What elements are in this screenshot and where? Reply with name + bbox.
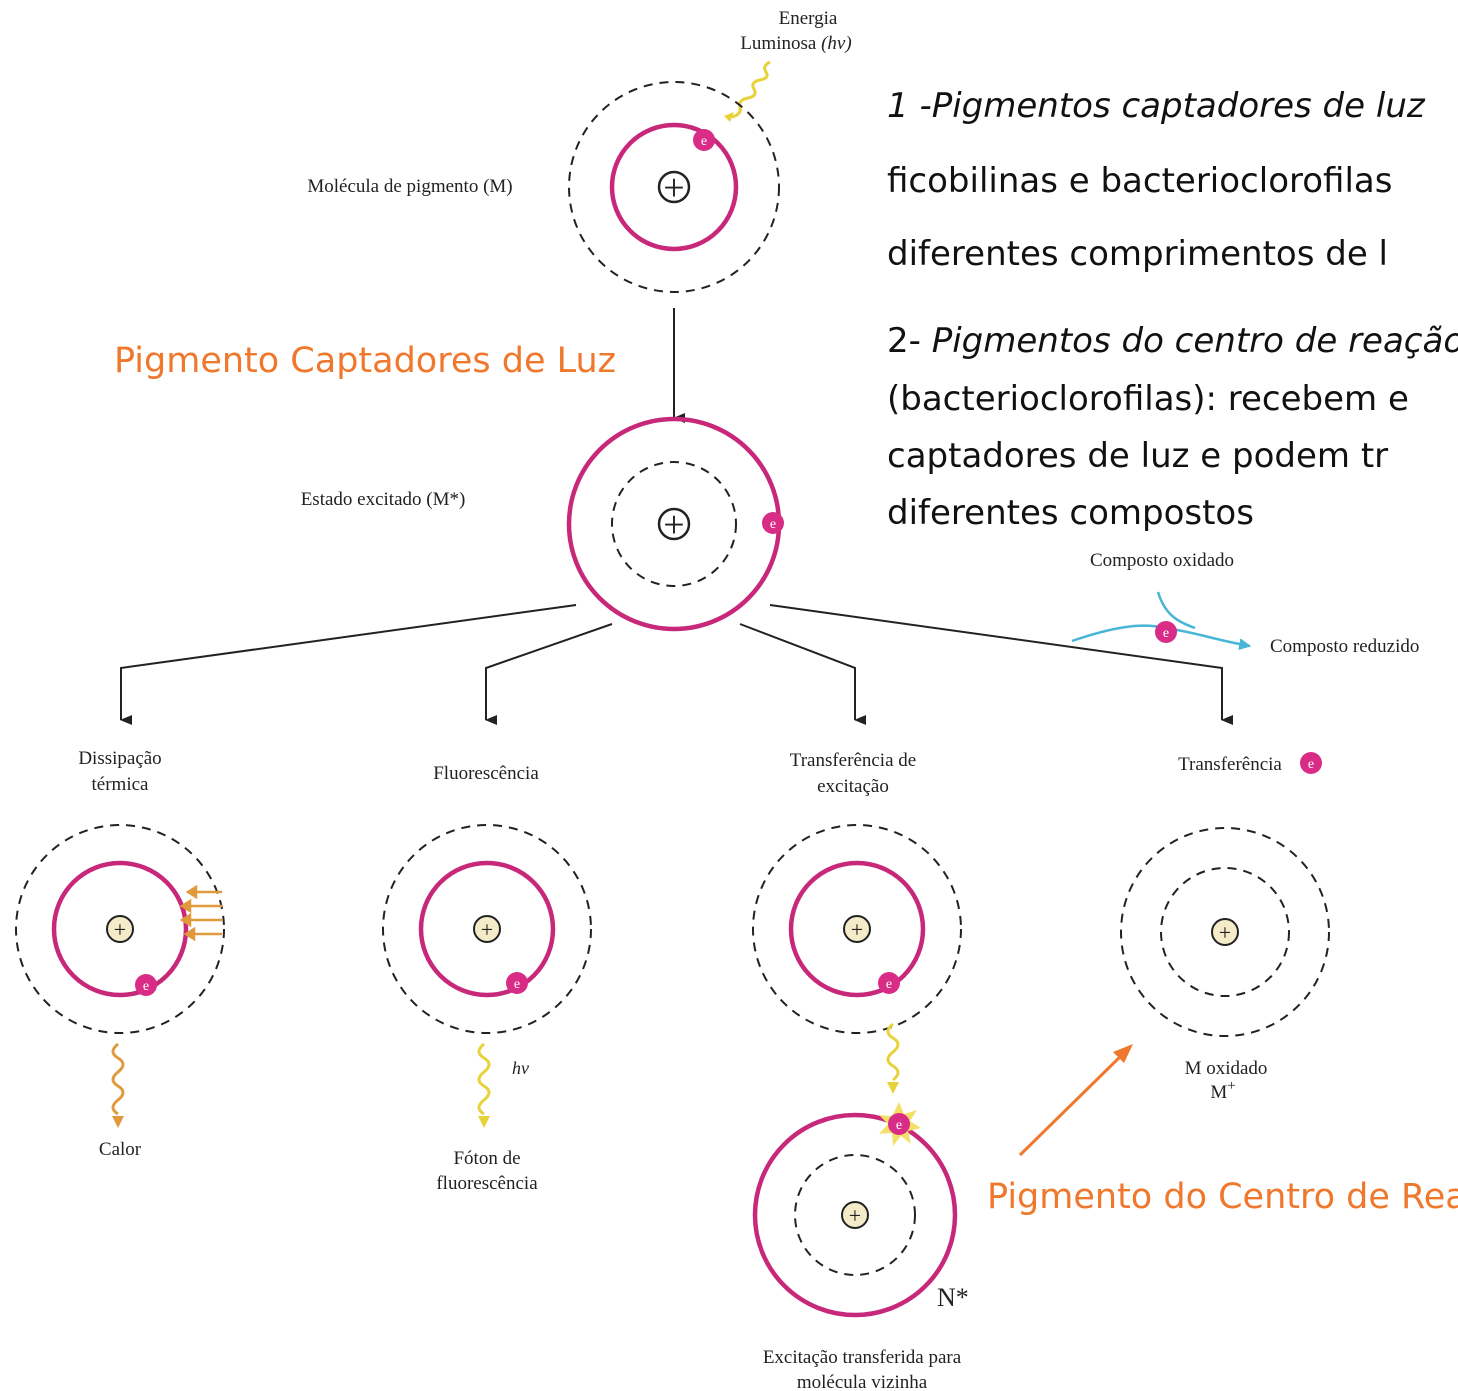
svg-text:molécula vizinha: molécula vizinha	[797, 1372, 928, 1391]
excited-state-molecule: + e	[566, 416, 784, 632]
svg-text:+: +	[1219, 920, 1231, 945]
svg-text:2- Pigmentos do centro de reaç: 2- Pigmentos do centro de reação	[887, 321, 1458, 361]
heat-wave-icon	[111, 1042, 125, 1116]
fluorescence-photon-icon	[477, 1042, 491, 1116]
branch-arrows	[120, 604, 1233, 725]
svg-text:e: e	[770, 517, 776, 532]
fluorescence-label: Fluorescência	[433, 763, 539, 784]
svg-text:Transferência de: Transferência de	[790, 750, 916, 771]
svg-text:+: +	[851, 917, 863, 942]
hv-label: hν	[512, 1058, 529, 1078]
svg-text:+: +	[663, 504, 684, 546]
svg-text:e: e	[514, 977, 520, 992]
pigment-molecule-label: Molécula de pigmento (M)	[307, 176, 512, 197]
electron-icon: e	[879, 1102, 921, 1146]
svg-text:+: +	[849, 1203, 861, 1228]
svg-text:+: +	[481, 917, 493, 942]
svg-text:M+: M+	[1210, 1078, 1235, 1103]
n-star-label: N*	[937, 1283, 969, 1312]
svg-text:(bacterioclorofilas): recebem: (bacterioclorofilas): recebem e	[887, 379, 1409, 419]
svg-text:Energia: Energia	[779, 8, 838, 29]
photon-arrowhead	[478, 1116, 490, 1128]
reduced-compound-label: Composto reduzido	[1270, 636, 1419, 657]
heat-label: Calor	[99, 1139, 142, 1160]
fluorescence-molecule: + e	[382, 824, 592, 1034]
electron-icon: e	[878, 972, 900, 994]
excitation-wave-icon	[886, 1022, 900, 1082]
note-2: 2- Pigmentos do centro de reação (bacter…	[887, 321, 1458, 533]
neighbor-label: Excitação transferida para molécula vizi…	[763, 1347, 962, 1391]
electron-icon: e	[693, 129, 715, 151]
svg-text:térmica: térmica	[92, 774, 150, 795]
electron-icon: e	[1155, 621, 1177, 643]
transfer-molecule: + e	[752, 824, 962, 1034]
svg-text:Excitação transferida para: Excitação transferida para	[763, 1347, 962, 1368]
electron-icon: e	[762, 512, 784, 534]
svg-text:captadores de luz e podem tr: captadores de luz e podem tr	[887, 436, 1388, 476]
m-oxidized-label: M oxidado M+	[1185, 1058, 1268, 1103]
nucleus-plus-icon: +	[663, 167, 684, 209]
svg-text:fluorescência: fluorescência	[436, 1173, 538, 1194]
svg-text:1 -Pigmentos captadores de luz: 1 -Pigmentos captadores de luz	[887, 86, 1426, 126]
ground-state-molecule: + e	[568, 81, 780, 293]
svg-text:diferentes compostos: diferentes compostos	[887, 493, 1254, 533]
svg-text:ficobilinas e bacterioclorofil: ficobilinas e bacterioclorofilas	[887, 161, 1392, 201]
light-energy-label: Energia Luminosa (hv)	[740, 8, 851, 54]
thermal-dissipation-label: Dissipação térmica	[78, 748, 161, 795]
thermal-molecule: + e	[15, 824, 225, 1034]
svg-text:e: e	[143, 979, 149, 994]
svg-text:M oxidado: M oxidado	[1185, 1058, 1268, 1079]
svg-text:Luminosa (hv): Luminosa (hv)	[740, 33, 851, 54]
excitation-transfer-label: Transferência de excitação	[790, 750, 916, 797]
oxidized-molecule: +	[1120, 827, 1330, 1037]
electron-transfer-label: Transferência e	[1178, 752, 1322, 775]
heat-arrowhead	[112, 1116, 124, 1128]
reaction-center-pointer	[1018, 1050, 1127, 1157]
svg-text:excitação: excitação	[817, 776, 889, 797]
redox-arrow: e	[1071, 591, 1252, 651]
svg-text:e: e	[886, 977, 892, 992]
svg-text:e: e	[701, 134, 707, 149]
oxidized-compound-label: Composto oxidado	[1090, 550, 1234, 571]
photon-arrowhead	[724, 112, 734, 122]
svg-text:Dissipação: Dissipação	[78, 748, 161, 769]
svg-text:Transferência: Transferência	[1178, 754, 1282, 775]
svg-text:+: +	[114, 917, 126, 942]
photon-arrowhead	[887, 1082, 899, 1094]
svg-text:e: e	[1308, 757, 1314, 772]
svg-text:diferentes comprimentos de l: diferentes comprimentos de l	[887, 234, 1388, 274]
heat-arrows-icon	[179, 884, 222, 942]
reaction-center-annotation: Pigmento do Centro de Reação	[987, 1177, 1458, 1217]
electron-icon: e	[506, 972, 528, 994]
svg-text:e: e	[1163, 626, 1169, 641]
electron-icon: e	[135, 974, 157, 996]
harvesting-pigment-annotation: Pigmento Captadores de Luz	[114, 341, 616, 381]
svg-text:Fóton de: Fóton de	[453, 1148, 520, 1169]
svg-text:e: e	[896, 1118, 902, 1133]
electron-icon: e	[1300, 752, 1322, 774]
excited-state-label: Estado excitado (M*)	[301, 489, 466, 510]
incoming-photon-wave	[731, 60, 771, 119]
note-1: 1 -Pigmentos captadores de luz ficobilin…	[887, 86, 1426, 274]
neighbor-molecule: + e	[752, 1102, 958, 1318]
fluorescence-photon-label: Fóton de fluorescência	[436, 1148, 538, 1194]
